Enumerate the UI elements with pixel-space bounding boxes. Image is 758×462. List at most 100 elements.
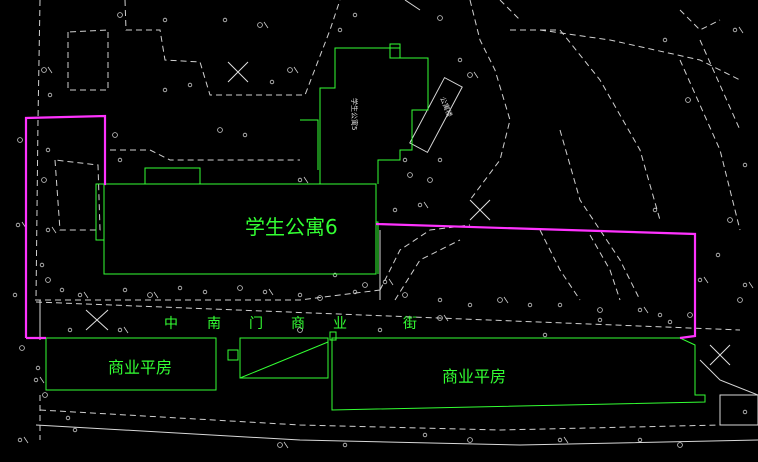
- tree-symbol: [41, 67, 47, 73]
- tree-symbol: [332, 272, 338, 278]
- tree-symbol: [177, 285, 183, 291]
- survey-tick: [748, 281, 754, 289]
- tree-symbol: [362, 282, 368, 288]
- shop-middle-outline: [239, 337, 329, 379]
- survey-tick: [123, 326, 129, 334]
- tree-symbol: [437, 157, 443, 163]
- tree-symbol: [422, 432, 428, 438]
- tree-symbol: [237, 285, 243, 291]
- tree-symbol: [427, 177, 433, 183]
- tree-symbol: [269, 79, 275, 85]
- survey-tick: [47, 66, 53, 74]
- tree-symbol: [257, 22, 263, 28]
- tree-symbol: [352, 12, 358, 18]
- tree-symbol: [342, 442, 348, 448]
- tree-symbol: [15, 222, 21, 228]
- survey-tick: [703, 276, 709, 284]
- tree-symbol: [697, 277, 703, 283]
- tree-symbol: [377, 327, 383, 333]
- tree-symbol: [45, 147, 51, 153]
- tree-symbol: [117, 157, 123, 163]
- tree-symbol: [467, 302, 473, 308]
- site-boundary: [24, 114, 697, 340]
- tree-symbol: [542, 332, 548, 338]
- site-dashed-lines: [35, 0, 741, 440]
- tree-symbol: [437, 15, 443, 21]
- tree-symbol: [65, 415, 71, 421]
- tree-symbol: [45, 277, 51, 283]
- apartment-5-label: 学生公寓5: [350, 98, 359, 130]
- apartment-6-label: 学生公寓6: [245, 215, 338, 239]
- survey-tick: [23, 436, 29, 444]
- tree-symbol: [662, 37, 668, 43]
- tree-symbol: [715, 252, 721, 258]
- tree-symbol: [657, 312, 663, 318]
- shop-left-label: 商业平房: [108, 358, 172, 377]
- survey-tick: [473, 71, 479, 79]
- apartment-5-outline: [319, 47, 429, 184]
- tree-symbol: [122, 287, 128, 293]
- tree-symbol: [242, 132, 248, 138]
- tree-symbol: [35, 365, 41, 371]
- survey-tick: [303, 176, 309, 184]
- survey-tick: [388, 278, 394, 286]
- survey-tick: [293, 66, 299, 74]
- tree-symbol: [47, 92, 53, 98]
- tree-symbol: [437, 315, 443, 321]
- tree-symbol: [67, 327, 73, 333]
- tree-symbol: [467, 437, 473, 443]
- tree-symbol: [557, 302, 563, 308]
- shop-right-outline: [331, 337, 706, 411]
- tree-symbol: [392, 207, 398, 213]
- tree-symbol: [352, 289, 358, 295]
- survey-tick: [503, 296, 509, 304]
- tree-symbol: [382, 279, 388, 285]
- tree-symbol: [147, 292, 153, 298]
- survey-tick: [423, 201, 429, 209]
- survey-tick: [643, 306, 649, 314]
- street-label: 中 南 门 商 业 街: [164, 316, 417, 332]
- survey-tick: [153, 291, 159, 299]
- tree-symbol: [597, 317, 603, 323]
- survey-tick: [563, 436, 569, 444]
- tree-symbol: [117, 327, 123, 333]
- tree-symbol: [687, 312, 693, 318]
- tree-symbol: [637, 437, 643, 443]
- tree-symbol: [77, 292, 83, 298]
- tree-symbol: [19, 345, 25, 351]
- survey-tick: [83, 291, 89, 299]
- tree-symbol: [727, 217, 733, 223]
- tree-symbol: [467, 72, 473, 78]
- tree-symbol: [407, 172, 413, 178]
- tree-symbol: [457, 57, 463, 63]
- shop-left-outline: [45, 337, 217, 391]
- buildings: [45, 43, 706, 411]
- tree-symbol: [162, 17, 168, 23]
- tree-symbol: [287, 67, 293, 73]
- tree-symbol: [597, 307, 603, 313]
- tree-symbol: [39, 262, 45, 268]
- tree-symbol: [742, 162, 748, 168]
- survey-tick: [263, 21, 269, 29]
- tree-symbol: [297, 292, 303, 298]
- tree-symbol: [42, 392, 48, 398]
- tree-symbol: [17, 437, 23, 443]
- tree-symbol: [732, 27, 738, 33]
- tree-symbol: [402, 157, 408, 163]
- street-char-4: 商: [291, 316, 305, 332]
- tree-symbol: [222, 17, 228, 23]
- street-char-2: 南: [207, 316, 221, 332]
- tree-symbol: [677, 442, 683, 448]
- tree-symbol: [337, 27, 343, 33]
- tree-symbol: [45, 227, 51, 233]
- tree-symbols: [12, 12, 754, 449]
- street-char-5: 业: [333, 316, 347, 332]
- tree-symbol: [437, 297, 443, 303]
- tree-symbol: [652, 207, 658, 213]
- tree-symbol: [317, 295, 323, 301]
- tree-symbol: [417, 202, 423, 208]
- tree-symbol: [742, 409, 748, 415]
- survey-tick: [39, 376, 45, 384]
- tree-symbol: [527, 302, 533, 308]
